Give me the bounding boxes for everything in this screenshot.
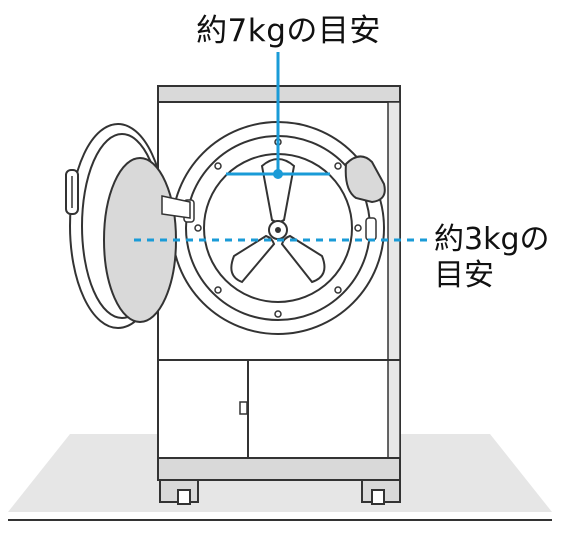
label-3kg: 約3kgの 目安 xyxy=(434,222,550,294)
label-7kg: 約7kgの目安 xyxy=(196,13,381,49)
label-3kg-line2: 目安 xyxy=(434,258,494,293)
label-3kg-line1: 約3kgの xyxy=(434,222,550,257)
lower-panel-handle xyxy=(239,401,248,415)
door-latch xyxy=(365,217,377,241)
drum-hub xyxy=(268,220,288,240)
rim-sensor-housing xyxy=(344,155,386,204)
washer-feet xyxy=(159,479,401,505)
indicator-7kg xyxy=(226,52,330,179)
